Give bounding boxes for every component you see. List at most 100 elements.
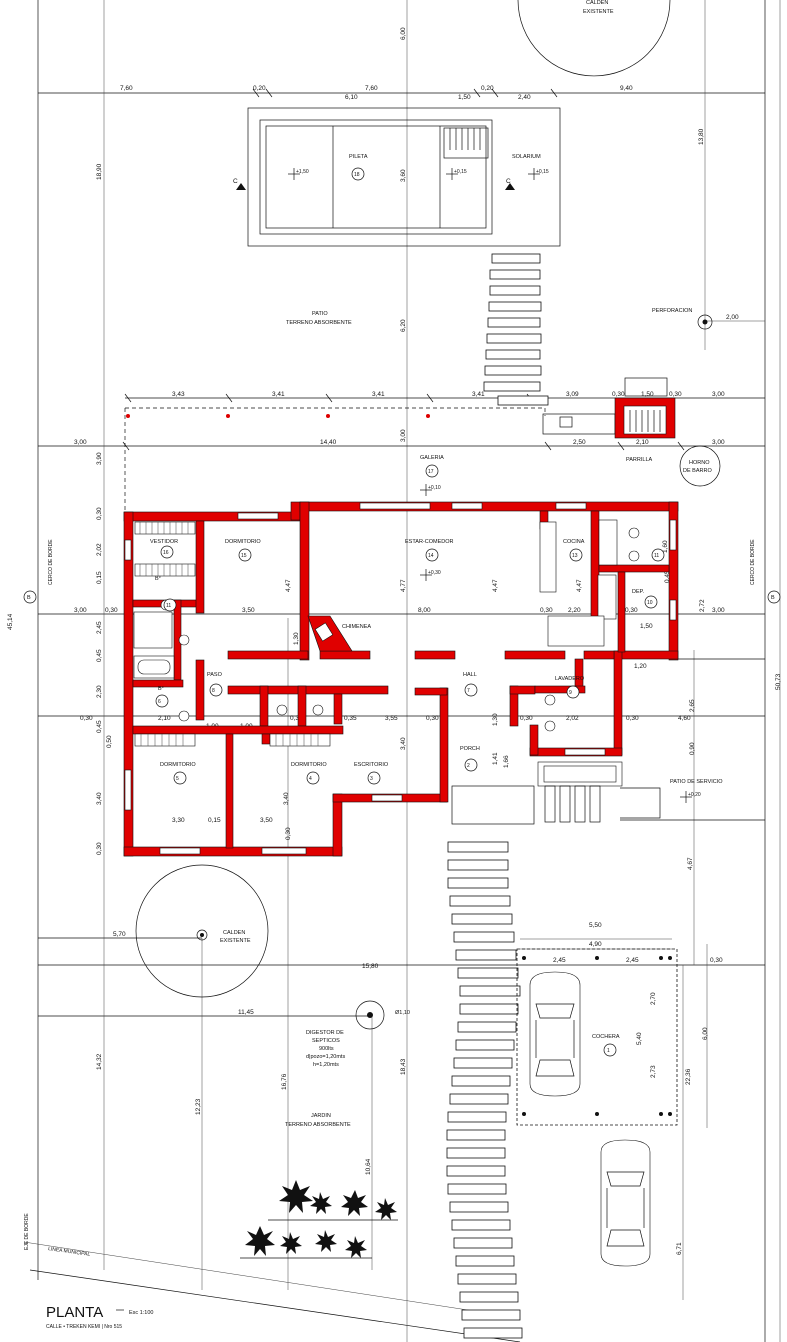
room-name: SOLARIUM [512,154,541,160]
dim-label: 0,45 [96,649,103,662]
room-labels: VESTIDOR 16 DORMITORIO 15 ESTAR-COMEDOR … [150,539,723,803]
dim-label: 3,50 [242,607,255,614]
dim-label: 1,50 [641,391,654,398]
dim-label: 0,20 [253,85,266,92]
dim-label: 1,60 [662,540,669,553]
room-number: 5 [176,776,179,782]
dim-label: 0,30 [290,715,303,722]
dim-label: 2,10 [636,439,649,446]
room-name: PILETA [349,154,368,160]
axis-label: EJE DE BORDE [24,1213,30,1250]
well: PERFORACION [652,308,713,330]
dim-label: 0,35 [344,715,357,722]
dim-label: 3,41 [372,391,385,398]
section-markers: B B CERCO DE BORDE CERCO DE BORDE [23,539,781,604]
dim-label: 0,90 [689,742,696,755]
room-name: DORMITORIO [160,762,196,768]
dim-label: 11,45 [238,1009,254,1016]
room-name: ESTAR-COMEDOR [405,539,454,545]
room-number: 2 [467,763,470,769]
room-number: 11 [654,553,659,559]
room-number: 15 [241,553,247,559]
dim-label: 18,43 [400,1058,407,1075]
dim-label: 0,30 [96,507,103,520]
garage: COCHERA 1 [516,948,678,1126]
dim-label: 8,00 [418,607,431,614]
oven-label: DE BARRO [683,468,712,474]
dim-label: 3,60 [400,169,407,182]
garden-plants [240,1180,398,1259]
dim-label: 1,20 [634,663,647,670]
drawing-title: PLANTA [46,1304,103,1321]
dim-label: 6,00 [400,27,407,40]
dim-label: 4,47 [576,579,583,592]
room-number: 13 [572,553,578,559]
level-mark: +0,15 [536,169,549,175]
dim-label: 3,00 [400,429,407,442]
dim-label: 0,20 [481,85,494,92]
dim-label: 2,72 [699,599,706,612]
dim-label: 3,90 [96,452,103,465]
dim-label: 3,41 [472,391,485,398]
dim-label: 1,30 [293,632,300,645]
dim-label: 18,90 [96,163,103,180]
patio-label: TERRENO ABSORBENTE [286,320,352,326]
porch-outline [451,658,765,825]
room-name: PORCH [460,746,480,752]
dim-label: 3,00 [74,439,87,446]
dim-label: 1,50 [640,623,653,630]
room-number: 8 [212,688,215,694]
dim-label: 13,80 [698,128,705,145]
room-name: VESTIDOR [150,539,178,545]
dim-label: 0,30 [626,715,639,722]
dim-label: 3,40 [400,737,407,750]
dim-label: 6,10 [345,94,358,101]
well-label: PERFORACION [652,308,692,314]
level-mark: +1,50 [296,169,309,175]
dim-label: 3,55 [385,715,398,722]
septic-label: DIGESTOR DE [306,1030,344,1036]
room-number: 16 [163,550,169,556]
dim-label: 0,30 [285,827,292,840]
fixtures [133,519,640,787]
dim-label: 2,45 [553,957,566,964]
dim-label: 0,30 [540,607,553,614]
room-number: 3 [370,776,373,782]
dim-label: 2,45 [96,621,103,634]
drawing-scale: Esc 1:100 [129,1310,153,1316]
stepping-stones-lower [446,841,523,1339]
section-mark: B [771,595,775,601]
dim-label: 0,30 [426,715,439,722]
section-mark: C [233,178,238,185]
room-name: COCHERA [592,1034,620,1040]
dim-label: 7,60 [120,85,133,92]
dim-label: 3,00 [712,391,725,398]
car-icon [529,971,581,1097]
dim-label: 2,30 [96,685,103,698]
dim-label: 22,36 [685,1068,692,1085]
dim-label: 2,50 [573,439,586,446]
dim-label: 2,65 [689,699,696,712]
garden-label: TERRENO ABSORBENTE [285,1122,351,1128]
dim-label: 6,20 [400,319,407,332]
dim-label: 3,40 [96,792,103,805]
existing-tree-top: CALDEN EXISTENTE [517,0,671,77]
existing-tree-mid: CALDEN EXISTENTE [135,864,269,998]
fence-label: CERCO DE BORDE [48,539,54,585]
room-number: 10 [647,600,653,606]
dim-label: 14,40 [320,439,337,446]
dim-label: 2,20 [568,607,581,614]
dim-label: 14,32 [96,1053,103,1070]
dim-label: 3,41 [272,391,285,398]
dim-label: 2,73 [650,1065,657,1078]
room-name: DEP. [632,589,645,595]
dim-label: 4,60 [678,715,691,722]
dim-label: 0,15 [96,571,103,584]
dim-label: 0,30 [612,391,625,398]
car-icon [600,1139,651,1267]
galeria: GALERIA 17 +0,10 [124,407,546,514]
septic-label: d|pozo=1,20mts [306,1054,345,1060]
room-name: LAVADERO [555,676,585,682]
dim-label: 6,00 [702,1027,709,1040]
